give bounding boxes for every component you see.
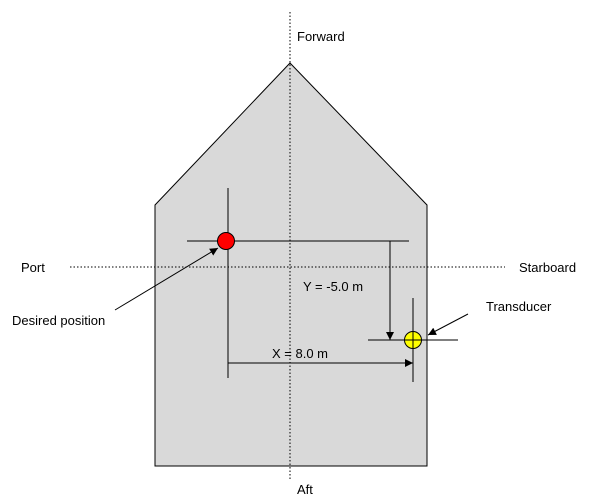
- desired-position-label: Desired position: [12, 313, 105, 328]
- transducer-leader-arrow: [427, 313, 469, 336]
- desired-position-marker: [217, 232, 235, 250]
- transducer-marker: [404, 331, 422, 349]
- y-offset-label: Y = -5.0 m: [303, 279, 363, 294]
- desired-position-leader-arrow: [114, 247, 219, 311]
- x-offset-label: X = 8.0 m: [272, 346, 328, 361]
- vessel-hull: [154, 62, 428, 467]
- starboard-label: Starboard: [519, 260, 576, 275]
- transducer-label: Transducer: [486, 299, 552, 314]
- port-label: Port: [21, 260, 45, 275]
- forward-label: Forward: [297, 29, 345, 44]
- aft-label: Aft: [297, 482, 313, 497]
